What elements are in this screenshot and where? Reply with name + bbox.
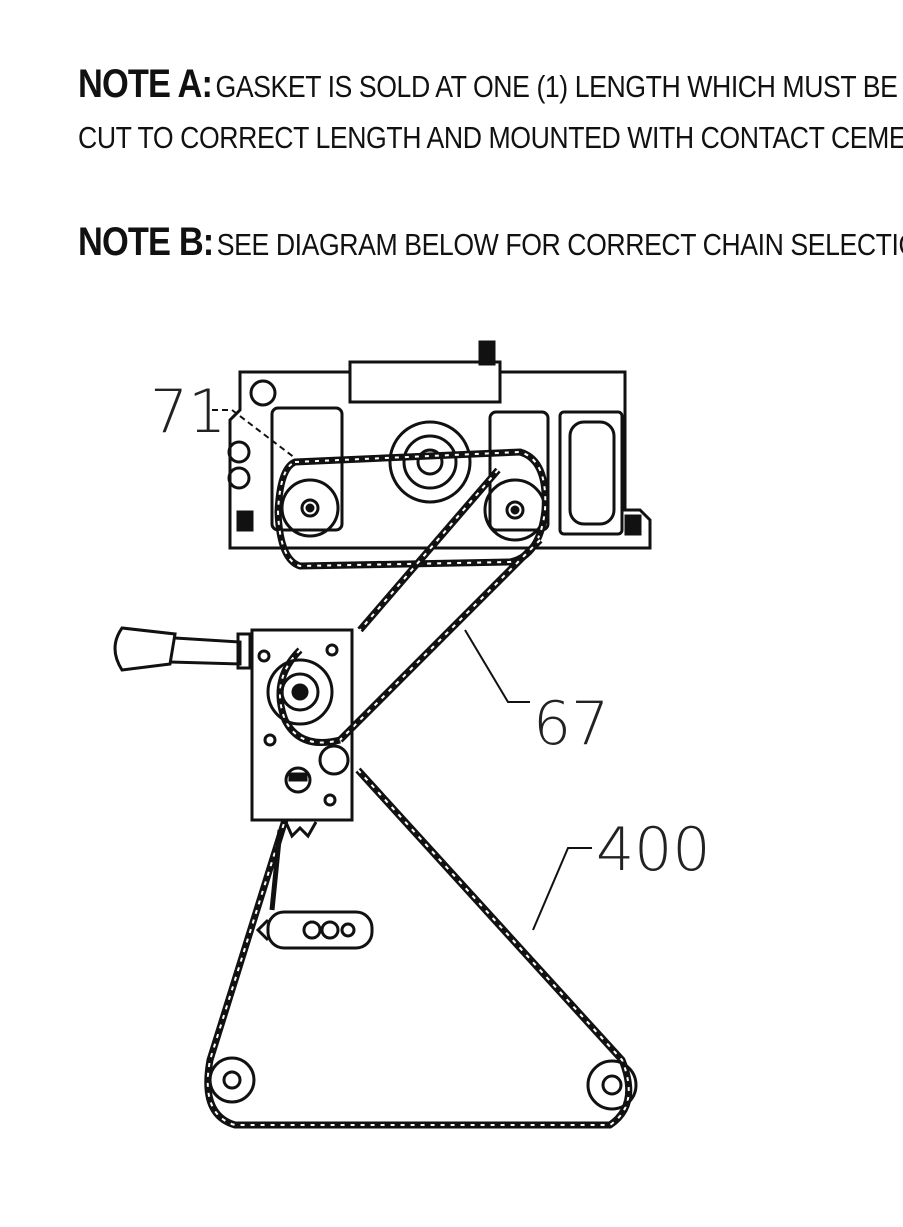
chain-400 (204, 767, 633, 1129)
upper-housing (227, 340, 652, 550)
note-b: NOTE B: SEE DIAGRAM BELOW FOR CORRECT CH… (78, 220, 903, 265)
note-a-text-line1: GASKET IS SOLD AT ONE (1) LENGTH WHICH M… (215, 69, 898, 104)
idler-bracket (255, 910, 374, 950)
note-a: NOTE A: GASKET IS SOLD AT ONE (1) LENGTH… (78, 62, 898, 107)
leader-400 (532, 847, 592, 931)
center-hub (388, 420, 472, 504)
chain-71 (274, 448, 549, 570)
lower-right-sprocket (586, 1059, 638, 1111)
callout-400: 400 (596, 815, 711, 885)
gearbox-bottom-sprocket (283, 819, 318, 839)
note-b-title: NOTE B: (78, 220, 214, 264)
note-a-title: NOTE A: (78, 62, 213, 106)
note-b-text: SEE DIAGRAM BELOW FOR CORRECT CHAIN SELE… (216, 227, 903, 262)
upper-left-sprocket (280, 478, 340, 538)
leader-71 (212, 409, 296, 459)
callout-67: 67 (533, 689, 609, 759)
note-a-text-line2: CUT TO CORRECT LENGTH AND MOUNTED WITH C… (78, 120, 903, 155)
lower-left-sprocket (208, 1056, 256, 1104)
gearbox-plate (250, 628, 354, 822)
leader-67 (464, 629, 530, 703)
callout-71: 71 (150, 377, 226, 447)
lever-handle (113, 626, 252, 672)
